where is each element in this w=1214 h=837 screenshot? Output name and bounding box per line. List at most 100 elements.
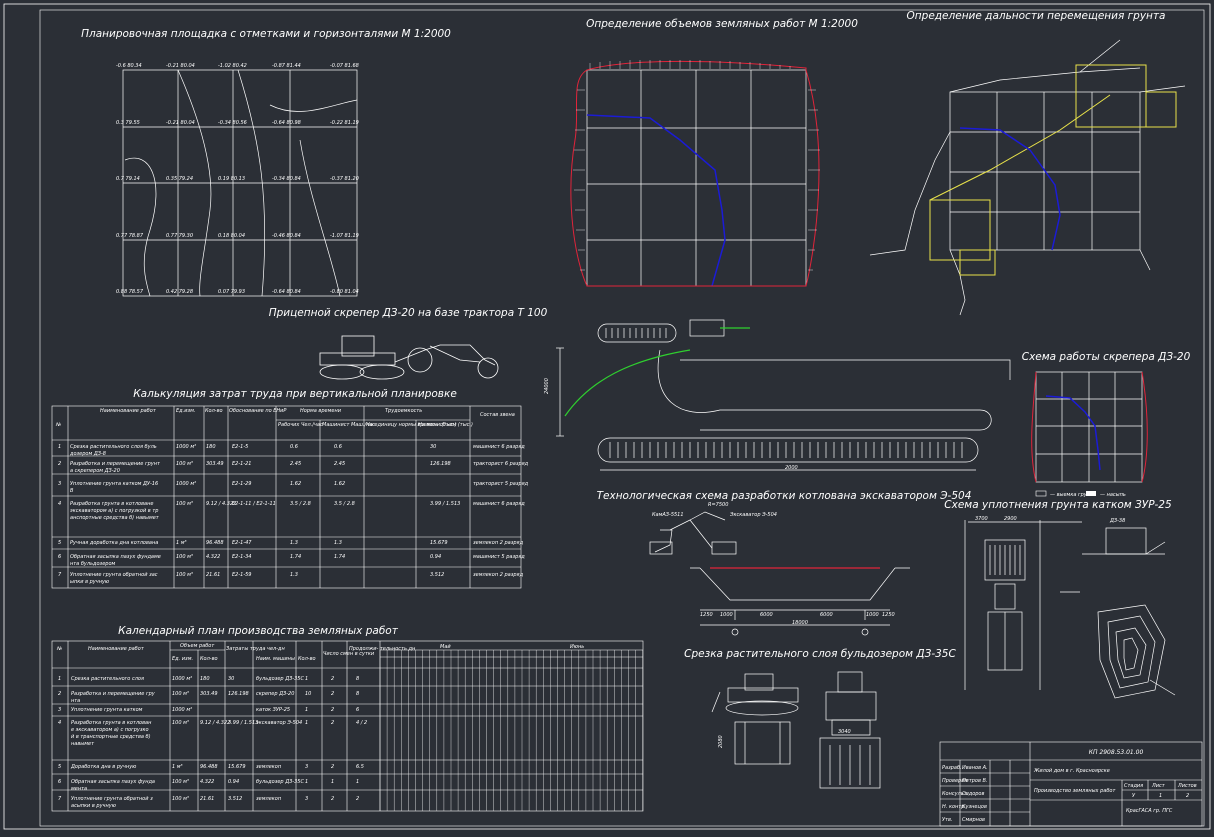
cal-cell-unit: 100 м³ — [172, 720, 189, 726]
cal-cell-name-cont: е экскаватором а) с погрузко — [71, 727, 149, 733]
labor-cell-crew: тракторист 5 разряд — [473, 481, 529, 487]
labor-cell-qty: 4.322 — [206, 554, 220, 560]
cal-cell-shifts: 2 — [331, 720, 334, 726]
exc-dim-1: 1250 — [700, 612, 713, 618]
scraper-scheme-red — [1031, 371, 1148, 483]
labor-cell-no: 2 — [58, 461, 61, 467]
volume-hatching — [573, 60, 820, 271]
stamp-name: Иванов А. — [962, 765, 988, 771]
stamp-sheet-h: Лист — [1151, 783, 1166, 789]
labor-cell-basis: Е2-1-34 — [232, 554, 252, 560]
labor-cell-machine: 2.45 — [334, 461, 345, 467]
bulldozer-drawing — [711, 671, 881, 789]
legend-fill: — насыпь — [1100, 492, 1126, 498]
svg-text:0.19 80.13: 0.19 80.13 — [218, 176, 245, 182]
labor-cell-unit: 100 м³ — [176, 572, 193, 578]
labor-cell-unit: 1 м³ — [176, 540, 187, 546]
svg-text:-0.37 81.20: -0.37 81.20 — [330, 176, 359, 182]
exc-radius: R=7500 — [708, 502, 728, 508]
labor-cell-name: Срезка растительного слоя буль — [70, 444, 157, 450]
site-plan-contours — [124, 69, 358, 297]
labor-cell-basis: Е2-1-21 — [232, 461, 252, 467]
svg-text:-0.46 80.84: -0.46 80.84 — [272, 233, 301, 239]
cal-cell-machine-qty: 1 — [305, 720, 308, 726]
exc-dim-total: 18000 — [792, 620, 808, 626]
cal-cell-labor: 0.94 — [228, 779, 239, 785]
stamp-role: Консульт. — [942, 791, 968, 797]
cal-cell-qty: 4.322 — [200, 779, 214, 785]
earth-volume-grid — [586, 69, 807, 287]
labor-cell-name: Разработка грунта в котловане — [70, 501, 153, 507]
scraper-dim-height: 24000 — [544, 378, 550, 394]
labor-cell-basis: Е2-1-47 — [232, 540, 252, 546]
svg-text:Затраты труда чел-дн: Затраты труда чел-дн — [226, 646, 286, 652]
labor-cell-crew: машинист 5 разряд — [473, 554, 525, 560]
labor-cell-name-cont: дозером ДЗ-8 — [69, 451, 106, 457]
bd-height: 2080 — [718, 735, 724, 748]
labor-cell-unit: 100 м³ — [176, 554, 193, 560]
cal-cell-labor: 3.99 / 1.513 — [228, 720, 258, 726]
cal-cell-name: Уплотнение грунта обратной з — [71, 796, 153, 802]
labor-cell-no: 5 — [58, 540, 61, 546]
labor-cell-crew: землекоп 2 разряд — [473, 540, 524, 546]
cal-cell-name: Уплотнение грунта катком — [71, 707, 143, 713]
scraper-green-path — [564, 327, 750, 417]
title-haul-distance: Определение дальности перемещения грунта — [907, 10, 1166, 22]
exc-label-truck: КамАЗ-5511 — [652, 512, 684, 518]
labor-cell-machine: 1.3 — [334, 540, 342, 546]
scraper-track-scheme — [556, 319, 1011, 471]
cal-cell-duration: 1 — [356, 779, 359, 785]
svg-text:-0.07 81.68: -0.07 81.68 — [330, 63, 359, 69]
cal-cell-duration: 8 — [356, 676, 359, 682]
labor-cell-qty: 303.49 — [206, 461, 224, 467]
svg-text:На единицу нормы времени (тыс.: На единицу нормы времени (тыс.) — [366, 422, 457, 428]
bd-width: 3040 — [838, 729, 851, 735]
labor-cell-basis: Е2-1-5 — [232, 444, 248, 450]
svg-text:Наим. машины: Наим. машины — [256, 656, 295, 662]
svg-text:-1.02 80.42: -1.02 80.42 — [218, 63, 247, 69]
labor-cell-no: 1 — [58, 444, 61, 450]
title-compaction: Схема уплотнения грунта катком ЗУР-25 — [944, 499, 1172, 511]
cal-cell-unit: 1 м³ — [172, 764, 183, 770]
cal-cell-qty: 9.12 / 4.322 — [200, 720, 230, 726]
stamp-name: Кузнецов — [962, 804, 987, 810]
haul-zero-line — [959, 127, 1061, 251]
labor-cell-no: 7 — [58, 572, 62, 578]
labor-cell-total: 3.512 — [430, 572, 444, 578]
svg-text:Продолжи- тельность дн: Продолжи- тельность дн — [349, 646, 416, 652]
stamp-name: Смирнов — [962, 817, 985, 823]
compaction-scheme — [964, 520, 1176, 699]
labor-cell-qty: 21.61 — [206, 572, 220, 578]
cal-cell-machine: скрепер ДЗ-20 — [256, 691, 294, 697]
title-scraper: Прицепной скрепер ДЗ-20 на базе трактора… — [269, 307, 548, 319]
svg-text:-0.34 80.56: -0.34 80.56 — [218, 120, 247, 126]
labor-cell-name: Уплотнение грунта обратной зас — [70, 572, 158, 578]
cal-cell-no: 3 — [58, 707, 61, 713]
title-earth-volume: Определение объемов земляных работ М 1:2… — [586, 18, 858, 30]
title-excavator-scheme: Технологическая схема разработки котлова… — [597, 490, 972, 502]
labor-cell-total: 126.198 — [430, 461, 451, 467]
labor-cell-workers: 3.5 / 2.8 — [290, 501, 311, 507]
cal-cell-machine: бульдозер ДЗ-35С — [256, 676, 304, 682]
labor-cell-workers: 1.74 — [290, 554, 301, 560]
cal-cell-name: Разработка грунта в котлован — [71, 720, 152, 726]
svg-text:Кол-во: Кол-во — [298, 656, 316, 662]
stamp-stage: У — [1132, 793, 1136, 799]
labor-cell-total: 30 — [430, 444, 436, 450]
svg-text:-0.64 80.84: -0.64 80.84 — [272, 289, 301, 295]
svg-text:Рабочих Чел./час: Рабочих Чел./час — [278, 422, 323, 428]
svg-text:Норма времени: Норма времени — [300, 408, 342, 414]
stamp-sheets: 2 — [1186, 793, 1189, 799]
svg-text:Обоснование по ЕНиР: Обоснование по ЕНиР — [229, 408, 286, 414]
cal-cell-no: 7 — [58, 796, 62, 802]
cal-cell-qty: 180 — [200, 676, 210, 682]
cal-cell-no: 5 — [58, 764, 61, 770]
sheet-frame — [3, 3, 1211, 830]
cal-cell-unit: 100 м³ — [172, 779, 189, 785]
svg-text:Объем работ: Объем работ — [180, 643, 215, 649]
svg-text:Наименование работ: Наименование работ — [88, 646, 145, 652]
svg-text:0.77 79.30: 0.77 79.30 — [166, 233, 193, 239]
cal-cell-duration: 2 — [356, 796, 359, 802]
